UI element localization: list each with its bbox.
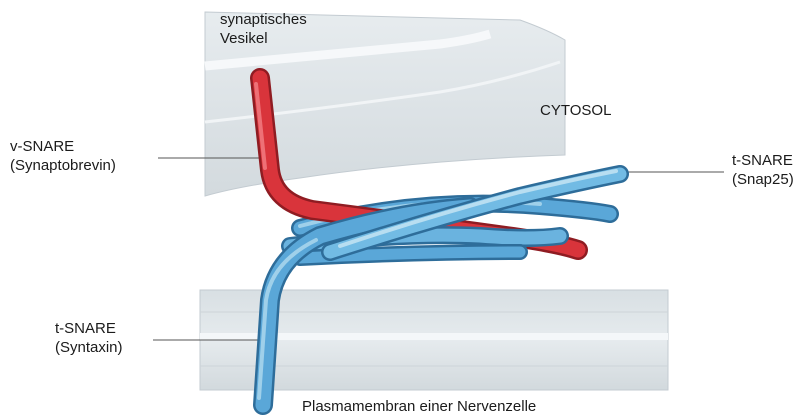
cytosol-label: CYTOSOL	[540, 101, 611, 120]
t-snare-syntaxin-label: t-SNARE (Syntaxin)	[55, 319, 123, 357]
plasma-membrane-label: Plasmamembran einer Nervenzelle	[302, 397, 536, 416]
t-snare-snap25-label: t-SNARE (Snap25)	[732, 151, 794, 189]
v-snare-label: v-SNARE (Synaptobrevin)	[10, 137, 116, 175]
vesicle-label: synaptisches Vesikel	[220, 10, 307, 48]
